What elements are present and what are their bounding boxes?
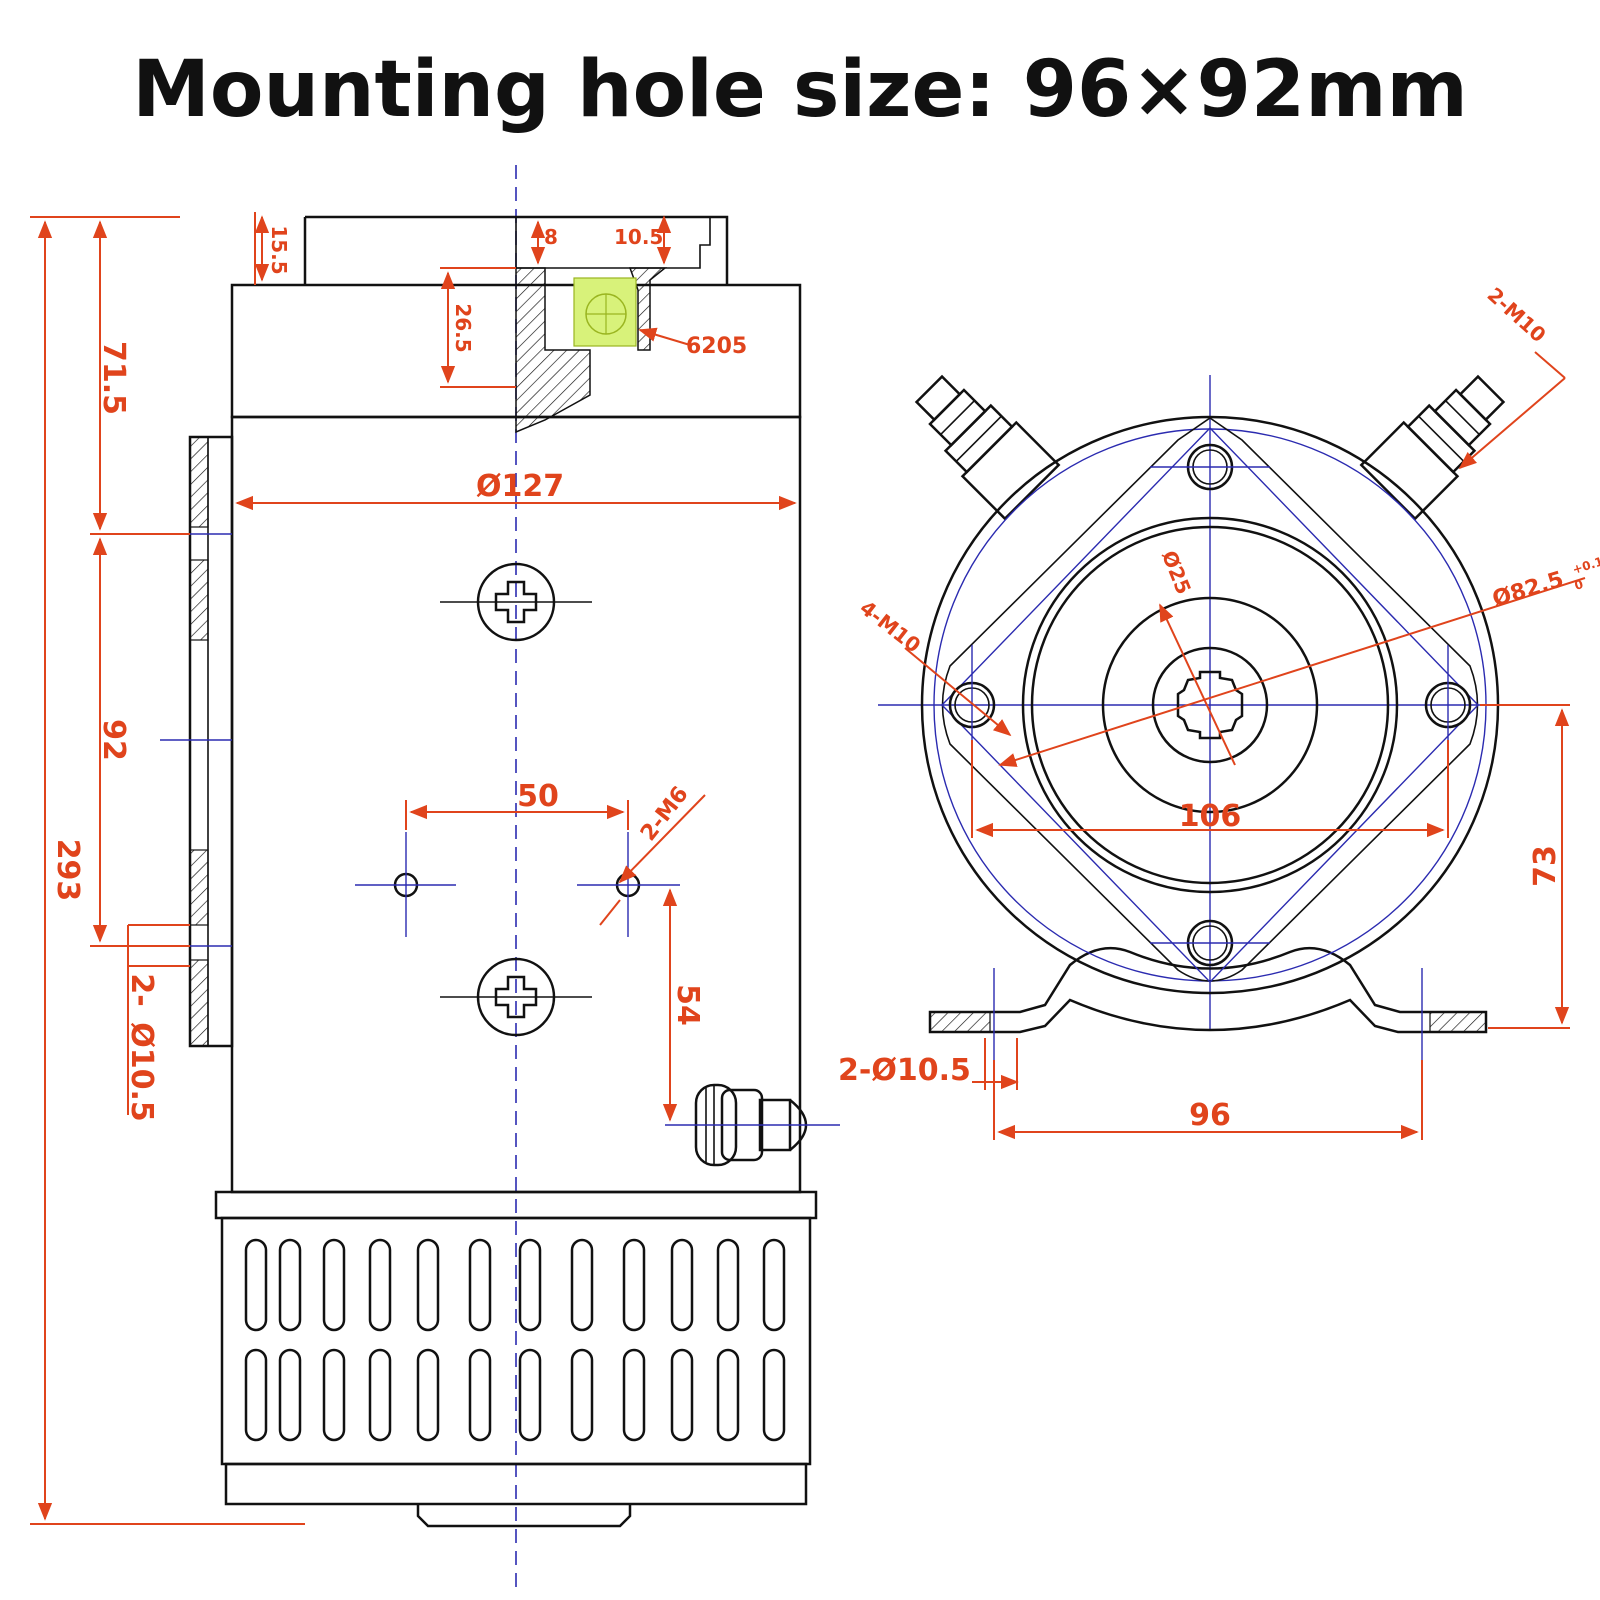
foot-right-hatch xyxy=(1429,1011,1487,1033)
vent-slots xyxy=(244,1238,786,1442)
phillips-screw-bottom xyxy=(440,957,592,1037)
dim-tolerance-plus: +0.1 xyxy=(1571,554,1600,577)
dim-dia-82-5: Ø82.5 xyxy=(1490,567,1567,612)
dim-26-5: 26.5 xyxy=(451,303,475,352)
vent-slot-1-12 xyxy=(762,1238,786,1332)
vent-slot-1-8 xyxy=(570,1238,594,1332)
foot-hatch-top xyxy=(189,436,209,528)
mounting-base xyxy=(928,946,1488,1034)
m10-hole-top xyxy=(1150,443,1270,491)
shaft-section-hatch xyxy=(515,267,591,434)
foot-hatch-lower xyxy=(189,849,209,926)
cable-gland-left xyxy=(914,374,1061,521)
vent-slot-2-3 xyxy=(322,1348,346,1442)
mounting-foot-plate xyxy=(188,435,234,1048)
vent-slot-1-5 xyxy=(416,1238,440,1332)
dim-92: 92 xyxy=(96,719,131,761)
dim-54: 54 xyxy=(670,984,705,1026)
side-view: 293 71.5 92 2- Ø10.5 15.5 8 10.5 xyxy=(30,165,840,1590)
vent-slot-2-11 xyxy=(716,1348,740,1442)
dim-2-m10: 2-M10 xyxy=(1483,282,1551,347)
vent-slot-1-6 xyxy=(468,1238,492,1332)
m6-hole-right xyxy=(577,832,680,937)
vent-slot-2-1 xyxy=(244,1348,268,1442)
foot-hatch-bottom xyxy=(189,959,209,1047)
dim-tolerance-zero: 0 xyxy=(1573,577,1585,593)
vent-slot-1-4 xyxy=(368,1238,392,1332)
bearing-bore xyxy=(1101,596,1319,814)
vent-slot-1-1 xyxy=(244,1238,268,1332)
vent-slot-1-10 xyxy=(670,1238,694,1332)
vent-slot-2-2 xyxy=(278,1348,302,1442)
flange-diamond xyxy=(941,417,1479,982)
dim-8: 8 xyxy=(544,225,558,249)
vent-slot-2-6 xyxy=(468,1348,492,1442)
dim-hole-count: 2- xyxy=(124,973,159,1006)
dim-96: 96 xyxy=(1189,1098,1231,1133)
dim-hole-dia: Ø10.5 xyxy=(124,1022,159,1122)
vent-slot-1-11 xyxy=(716,1238,740,1332)
vent-slot-2-4 xyxy=(368,1348,392,1442)
dim-71-5: 71.5 xyxy=(96,341,131,415)
dim-293: 293 xyxy=(50,839,85,902)
front-view: 2-M10 4-M10 Ø25 Ø82.5 +0.1 0 106 73 xyxy=(838,282,1600,1140)
vent-slot-1-9 xyxy=(622,1238,646,1332)
vent-slot-2-10 xyxy=(670,1348,694,1442)
dim-73: 73 xyxy=(1528,845,1563,887)
shaft-outer xyxy=(1151,646,1269,764)
vent-slot-2-5 xyxy=(416,1348,440,1442)
vent-slot-1-7 xyxy=(518,1238,542,1332)
dim-dia-25: Ø25 xyxy=(1157,547,1196,598)
m10-hole-bottom xyxy=(1150,919,1270,967)
rear-cap-base xyxy=(224,1462,808,1506)
dim-4-m10: 4-M10 xyxy=(855,595,925,657)
dim-106: 106 xyxy=(1179,799,1242,834)
phillips-screw-top xyxy=(440,562,592,642)
front-dimensions: 2-M10 4-M10 Ø25 Ø82.5 +0.1 0 106 73 xyxy=(838,282,1600,1140)
m6-hole-left xyxy=(355,832,456,937)
dim-foot-holes: 2-Ø10.5 xyxy=(838,1053,971,1088)
cable-gland-right xyxy=(1359,374,1506,521)
spigot-outer xyxy=(1021,516,1399,894)
dim-10-5: 10.5 xyxy=(614,225,663,249)
foot-left-hatch xyxy=(929,1011,991,1033)
vent-slot-2-12 xyxy=(762,1348,786,1442)
foot-hatch-upper xyxy=(189,559,209,641)
page-title: Mounting hole size: 96×92mm xyxy=(132,45,1468,135)
flange-construction-lines xyxy=(941,426,1479,984)
spigot-inner xyxy=(1030,525,1390,885)
dim-50: 50 xyxy=(517,779,559,814)
dim-15-5: 15.5 xyxy=(267,225,291,274)
vent-slot-2-8 xyxy=(570,1348,594,1442)
dim-dia-127: Ø127 xyxy=(476,469,564,504)
vent-slot-2-9 xyxy=(622,1348,646,1442)
vent-slot-1-2 xyxy=(278,1238,302,1332)
top-end-cap xyxy=(303,215,729,285)
rear-boss xyxy=(416,1504,632,1528)
vent-slot-1-3 xyxy=(322,1238,346,1332)
vent-slot-2-7 xyxy=(518,1348,542,1442)
splined-shaft xyxy=(1176,670,1244,740)
terminal-stud xyxy=(665,1083,840,1167)
side-dimensions: 293 71.5 92 2- Ø10.5 15.5 8 10.5 xyxy=(30,212,797,1525)
shaft-step xyxy=(515,217,711,269)
bearing-label: 6205 xyxy=(686,334,747,359)
bearing-6205 xyxy=(573,277,637,347)
